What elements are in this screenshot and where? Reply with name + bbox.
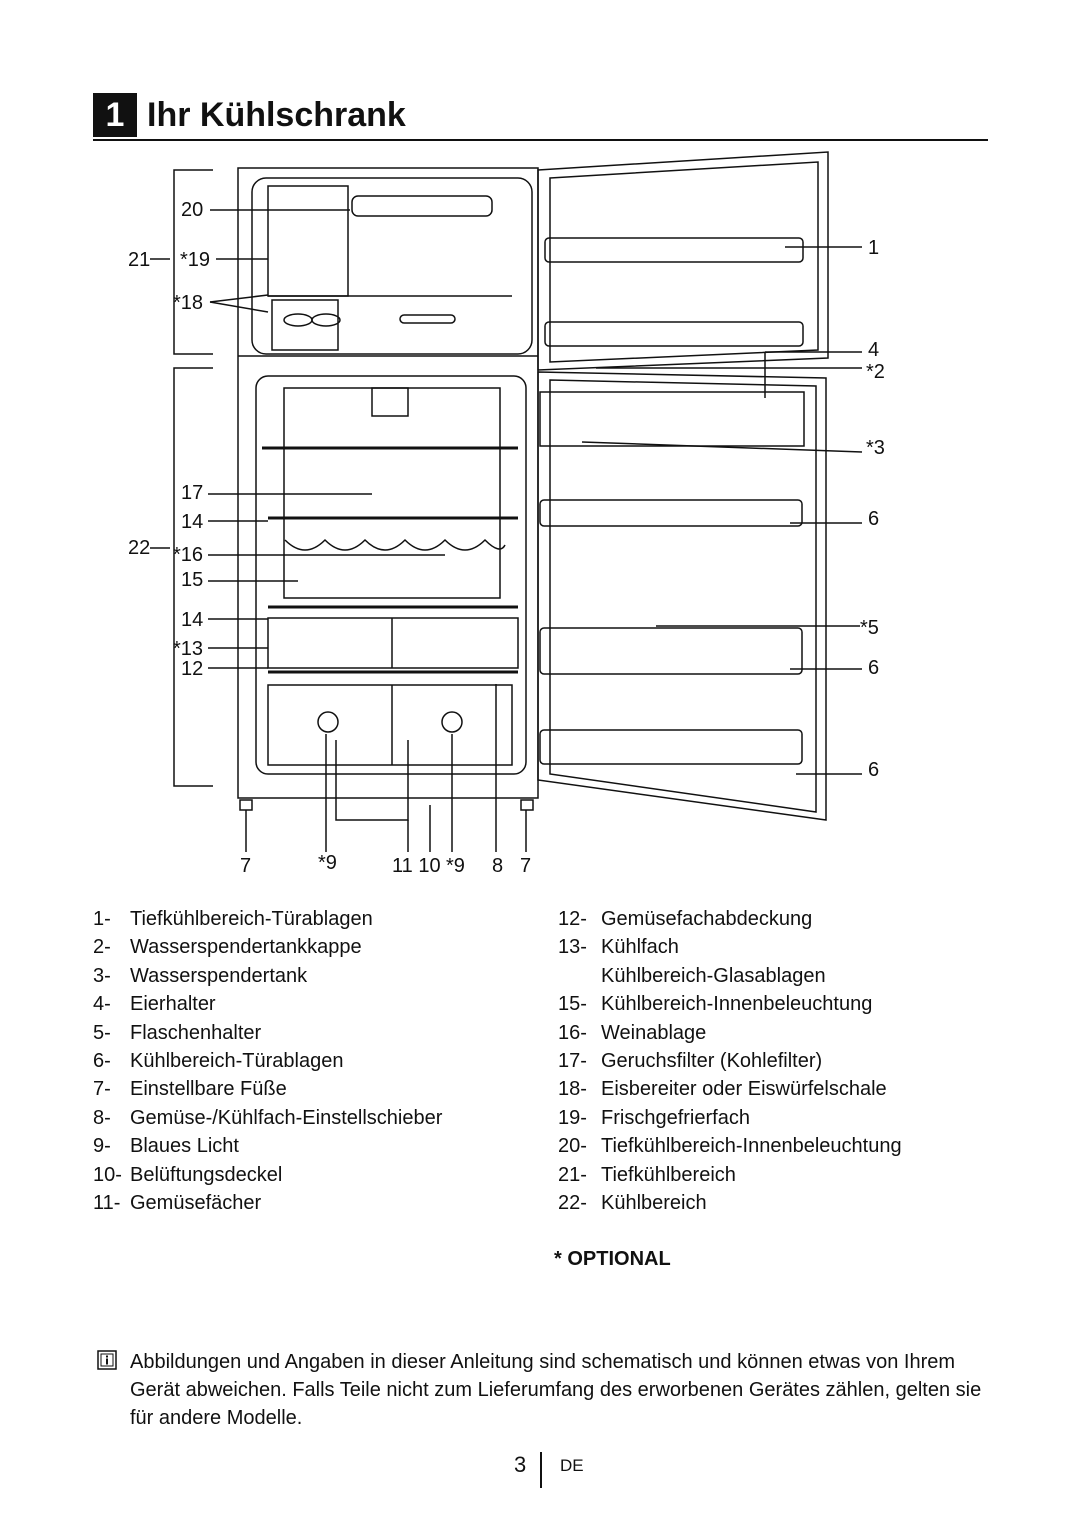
page-number: 3: [514, 1452, 527, 1477]
freezer-door-shelf-2: [544, 321, 804, 347]
callout-2: *2: [866, 361, 885, 383]
callout-11-10: 11 10: [392, 855, 441, 877]
fridge-door-liner: [549, 379, 817, 813]
callout-3: *3: [866, 437, 885, 459]
parts-legend-left: 1-Tiefkühlbereich-Türablagen 2-Wasserspe…: [93, 905, 442, 1217]
freezer-light: [351, 195, 493, 217]
callout-6-mid: 6: [868, 657, 879, 679]
legend-item: 11-Gemüsefächer: [93, 1192, 262, 1215]
fridge-door: [537, 371, 827, 821]
disclaimer-note: Abbildungen und Angaben in dieser Anleit…: [130, 1351, 982, 1429]
legend-item: 9-Blaues Licht: [93, 1135, 239, 1158]
info-icon: [97, 1350, 117, 1370]
legend-item: 3-Wasserspendertank: [93, 964, 308, 987]
page-title: Ihr Kühlschrank: [147, 96, 406, 134]
legend-item: 12-Gemüsefachabdeckung: [558, 908, 813, 930]
callout-12: 12: [181, 658, 203, 680]
adjustable-foot-right: [520, 799, 534, 811]
callout-14-top: 14: [181, 511, 203, 533]
legend-item: 19-Frischgefrierfach: [558, 1106, 750, 1129]
callout-8: 8: [492, 855, 503, 877]
water-dispenser-tank: [539, 391, 805, 447]
callout-13: *13: [173, 638, 203, 660]
optional-label: * OPTIONAL: [554, 1248, 671, 1270]
legend-item: 15-Kühlbereich-Innenbeleuchtung: [558, 993, 873, 1016]
freezer-vent: [399, 314, 456, 324]
callout-5: *5: [860, 617, 879, 639]
legend-item: 22-Kühlbereich: [558, 1192, 707, 1215]
ice-tray-cup: [283, 313, 313, 327]
legend-item: 6-Kühlbereich-Türablagen: [93, 1050, 344, 1073]
callout-22: 22: [128, 537, 150, 559]
ice-maker: [267, 185, 349, 297]
legend-item: 1-Tiefkühlbereich-Türablagen: [93, 908, 373, 930]
legend-item: 20-Tiefkühlbereich-Innenbeleuchtung: [558, 1135, 902, 1158]
callout-18: *18: [173, 292, 203, 314]
blue-light-right: [441, 711, 463, 733]
fridge-interior: [255, 375, 527, 775]
chiller-drawer: [267, 617, 519, 669]
freezer-door: [537, 151, 829, 371]
legend-item: 10-Belüftungsdeckel: [93, 1163, 283, 1186]
leader-18b: [209, 301, 269, 313]
freezer-interior: [251, 177, 533, 355]
legend-item: 13-Kühlfach: [558, 936, 679, 959]
callout-15: 15: [181, 569, 203, 591]
cabinet-body: [237, 167, 539, 799]
bracket-freezer-zone: [173, 169, 213, 355]
carbon-filter: [371, 387, 409, 417]
callout-1: 1: [868, 237, 879, 259]
leader-18a: [209, 294, 269, 303]
section-header: 1 Ihr Kühlschrank: [93, 93, 988, 141]
callout-17: 17: [181, 482, 203, 504]
callout-7-right: 7: [520, 855, 531, 877]
crisper-drawers: [267, 684, 513, 766]
ice-tray: [271, 299, 339, 351]
callout-7-left: 7: [240, 855, 251, 877]
callout-4: 4: [868, 339, 879, 361]
callout-6-bottom: 6: [868, 759, 879, 781]
legend-item: 2-Wasserspendertankkappe: [93, 936, 362, 959]
legend-item: 8-Gemüse-/Kühlfach-Einstellschieber: [93, 1106, 443, 1129]
legend-item: 4-Eierhalter: [93, 993, 216, 1016]
fridge-door-shelf-bottom: [539, 729, 803, 765]
legend-item: 21-Tiefkühlbereich: [558, 1163, 736, 1186]
wine-rack: [284, 538, 506, 551]
callout-20: 20: [181, 199, 203, 221]
legend-item: Kühlbereich-Glasablagen: [601, 964, 826, 987]
callout-9-right: *9: [446, 855, 465, 877]
callout-16: *16: [173, 544, 203, 566]
leader-3: [581, 441, 863, 453]
leader-9a: [335, 740, 409, 821]
freezer-door-shelf-1: [544, 237, 804, 263]
callout-9-left: *9: [318, 852, 337, 874]
callout-6-top: 6: [868, 508, 879, 530]
legend-item: 17-Geruchsfilter (Kohlefilter): [558, 1050, 823, 1073]
bracket-fridge-zone: [173, 367, 213, 787]
language-code: DE: [560, 1456, 584, 1475]
footer-divider: [540, 1452, 542, 1488]
section-number-badge: 1: [93, 93, 137, 137]
parts-legend-right: 12-Gemüsefachabdeckung 13-Kühlfach Kühlb…: [558, 905, 902, 1217]
freezer-door-liner: [549, 161, 819, 363]
callout-14-bottom: 14: [181, 609, 203, 631]
blue-light-left: [317, 711, 339, 733]
bottle-holder-shelf: [539, 627, 803, 675]
callout-21: 21: [128, 249, 150, 271]
refrigerator-diagram: 20 21 *19 *18 17 14 22 *16 15 14 *13 12 …: [128, 151, 885, 877]
callout-19: *19: [180, 249, 210, 271]
legend-item: 16-Weinablage: [558, 1021, 707, 1044]
legend-item: 7-Einstellbare Füße: [93, 1078, 287, 1101]
fridge-back-panel: [283, 387, 501, 599]
legend-item: 18-Eisbereiter oder Eiswürfelschale: [558, 1078, 887, 1101]
adjustable-foot-left: [239, 799, 253, 811]
fridge-door-shelf-1: [539, 499, 803, 527]
ice-tray-cup: [311, 313, 341, 327]
legend-item: 5-Flaschenhalter: [93, 1021, 262, 1044]
